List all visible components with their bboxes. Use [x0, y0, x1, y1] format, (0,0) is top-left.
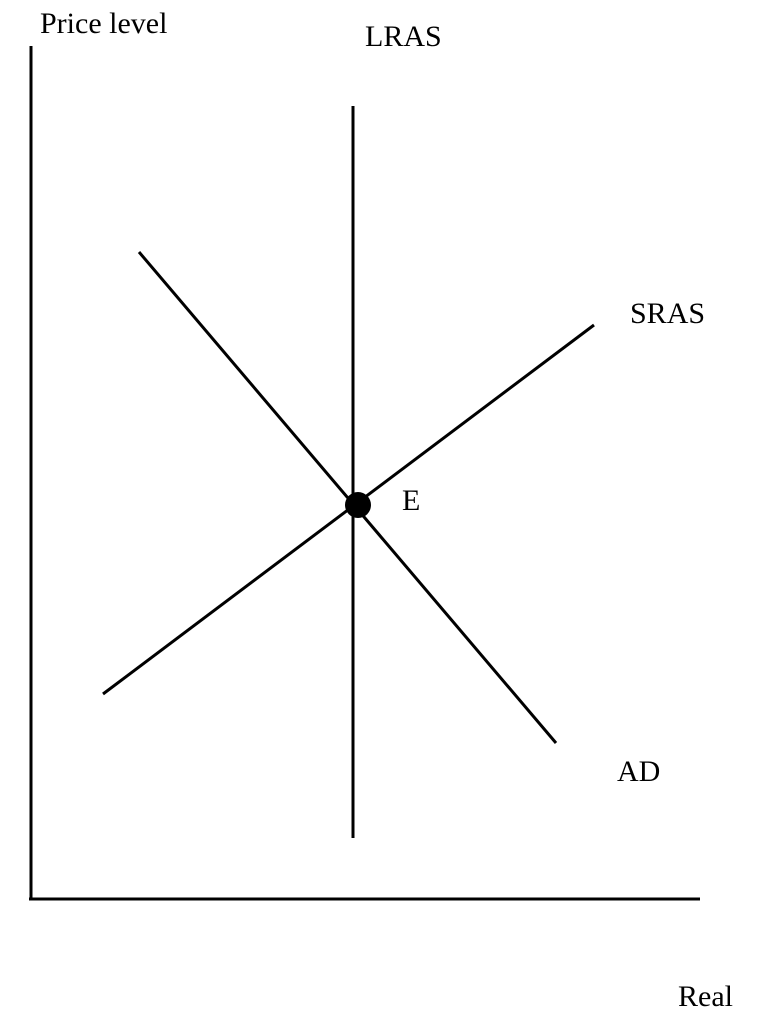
equilibrium-label: E: [402, 484, 420, 517]
x-axis-label: Real: [678, 980, 733, 1009]
lras-label: LRAS: [365, 20, 442, 53]
sras-label: SRAS: [630, 297, 705, 330]
y-axis-label: Price level: [40, 7, 167, 40]
ad-label: AD: [617, 755, 660, 788]
equilibrium-point: [345, 492, 371, 518]
